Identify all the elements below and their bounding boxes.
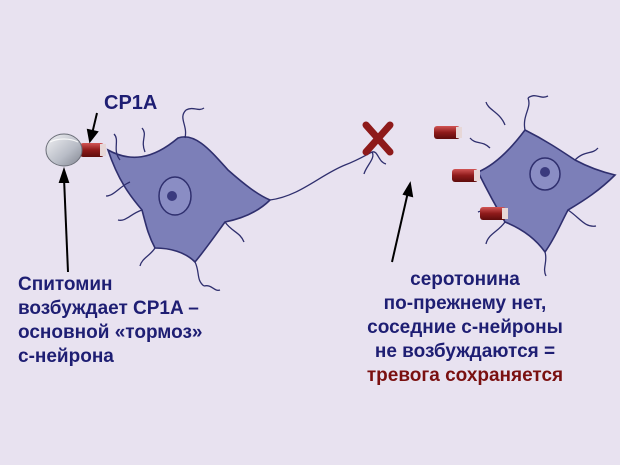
right-caption-line: серотонина: [410, 269, 520, 290]
right-neuron-body: [476, 128, 617, 254]
pill-icon: [45, 133, 83, 167]
left-caption-line: основной «тормоз»: [18, 322, 203, 343]
receptor-icon: [434, 126, 462, 139]
receptor-icon: [452, 169, 480, 182]
cross-icon: [362, 121, 394, 156]
right-caption: серотонина по-прежнему нет, соседние с-н…: [330, 268, 600, 388]
right-caption-line: не возбуждаются =: [374, 341, 556, 362]
receptor-icon: [480, 207, 508, 220]
arrow-icon: [58, 166, 70, 273]
left-caption-line: возбуждает CP1A –: [18, 298, 199, 319]
left-caption-line: Спитомин: [18, 274, 113, 295]
right-caption-alert: тревога сохраняется: [366, 365, 564, 386]
arrow-icon: [391, 181, 414, 263]
arrow-icon: [86, 112, 99, 144]
left-caption-line: с-нейрона: [18, 346, 114, 367]
left-neuron: [105, 107, 387, 291]
cp1a-label: CP1A: [104, 92, 158, 114]
right-caption-line: по-прежнему нет,: [383, 293, 547, 314]
receptor-icon: [80, 143, 106, 157]
left-caption: Спитомин возбуждает CP1A – основной «тор…: [18, 273, 202, 369]
right-caption-line: соседние с-нейроны: [367, 317, 563, 338]
right-neuron: [469, 95, 617, 277]
